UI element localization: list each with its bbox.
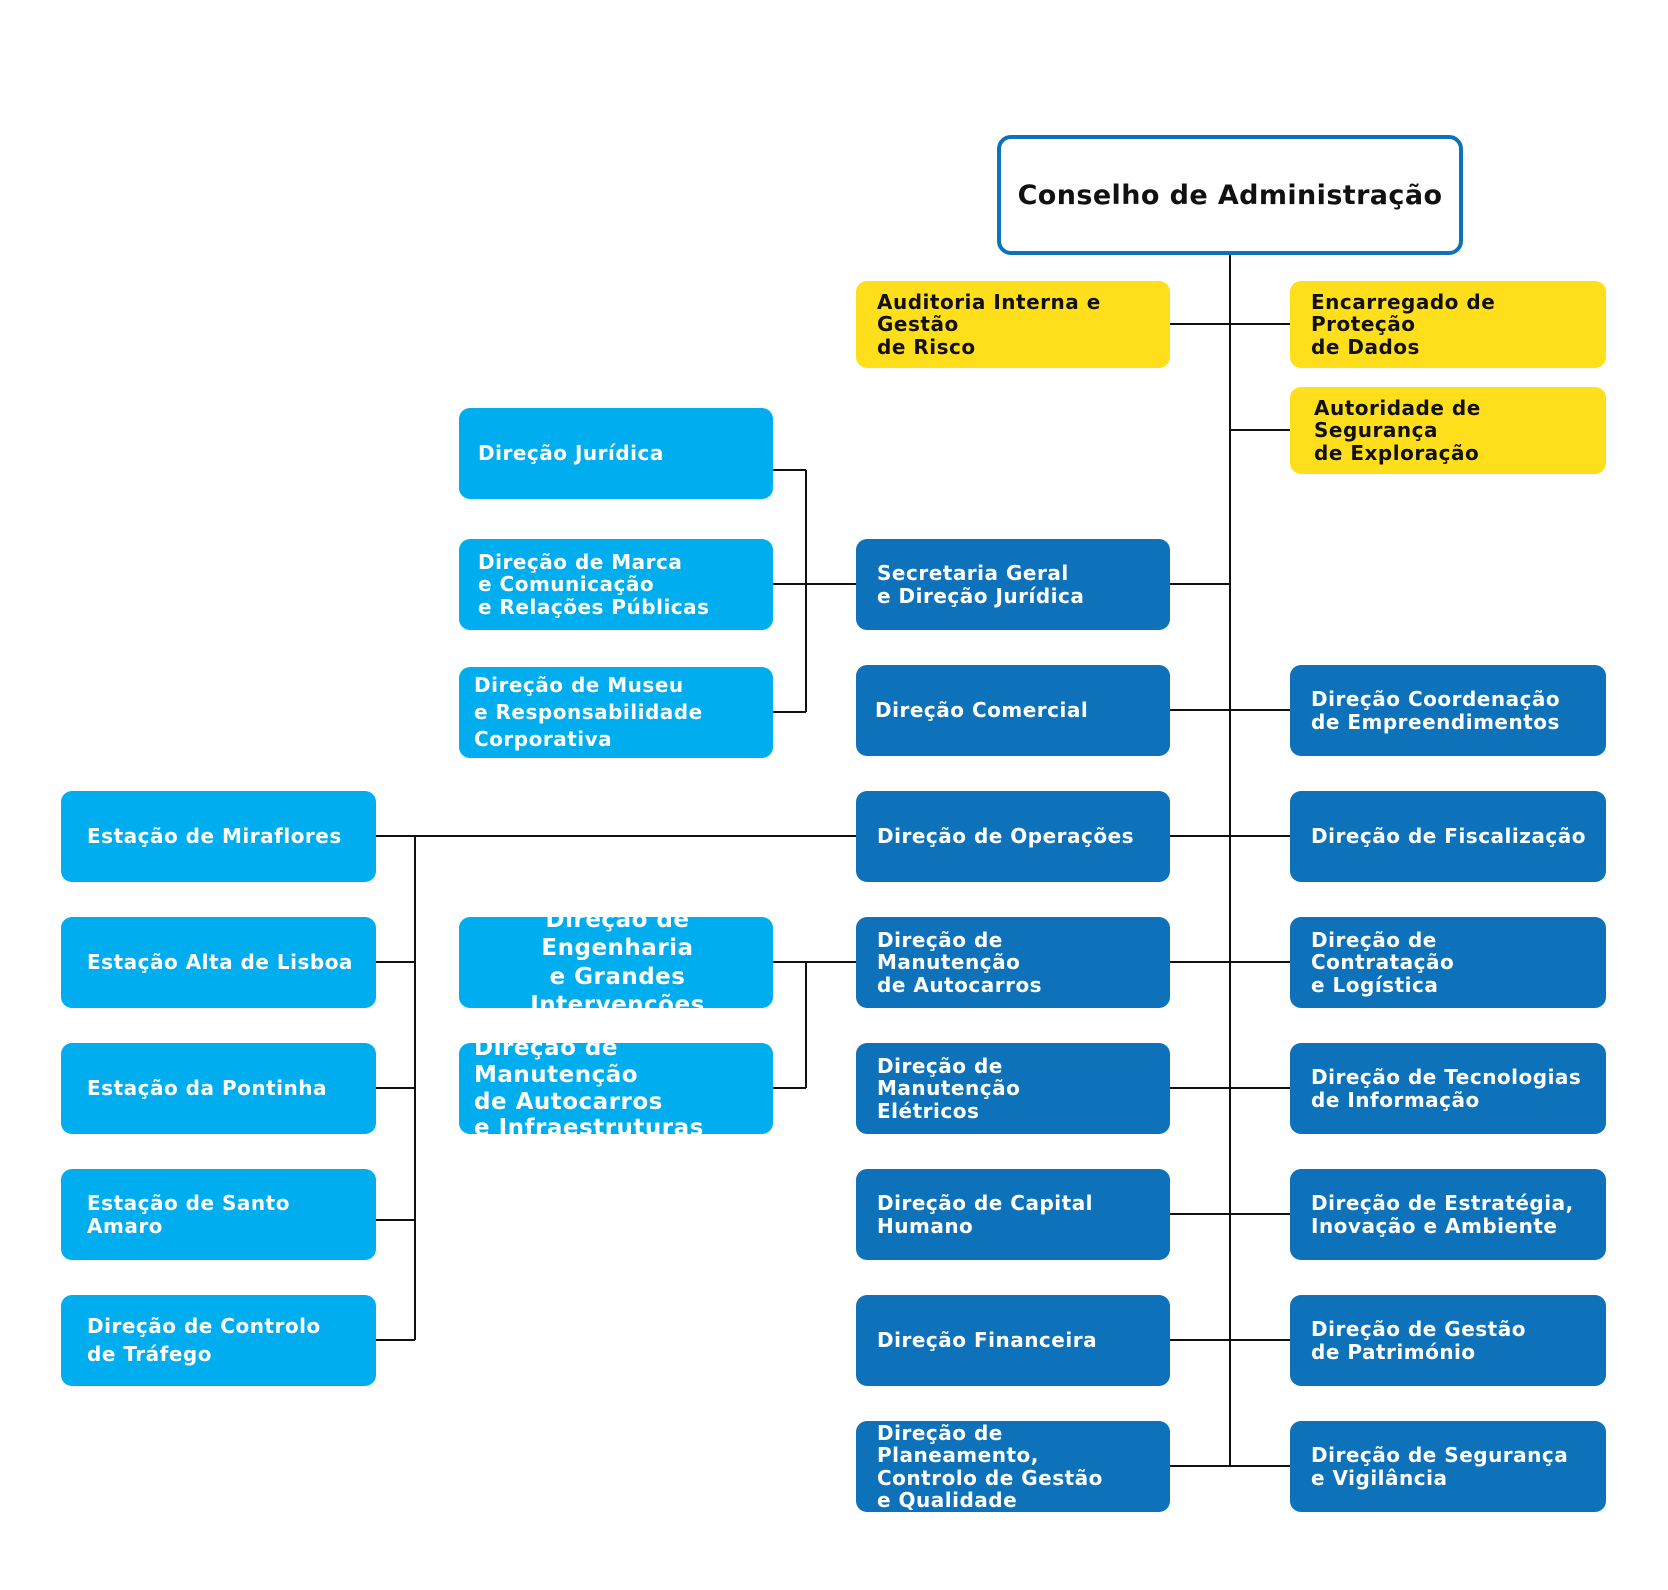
station-santo-amaro-box: Estação de Santo Amaro <box>61 1169 376 1260</box>
inspection-directorate-box: Direção de Fiscalização <box>1290 791 1606 882</box>
finance-directorate-box: Direção Financeira <box>856 1295 1170 1386</box>
internal-audit-box: Auditoria Interna e Gestão de Risco <box>856 281 1170 368</box>
projects-coordination-directorate-box: Direção Coordenação de Empreendimentos <box>1290 665 1606 756</box>
legal-directorate-box: Direção Jurídica <box>459 408 773 499</box>
security-directorate-box: Direção de Segurança e Vigilância <box>1290 1421 1606 1512</box>
strategy-directorate-box: Direção de Estratégia, Inovação e Ambien… <box>1290 1169 1606 1260</box>
it-directorate-box: Direção de Tecnologias de Informação <box>1290 1043 1606 1134</box>
bus-maintenance-directorate-box: Direção de Manutenção de Autocarros <box>856 917 1170 1008</box>
infrastructure-maintenance-directorate-box: Direção de Manutenção de Autocarros e In… <box>459 1035 773 1141</box>
property-directorate-box: Direção de Gestão de Património <box>1290 1295 1606 1386</box>
station-miraflores-box: Estação de Miraflores <box>61 791 376 882</box>
operations-directorate-box: Direção de Operações <box>856 791 1170 882</box>
operations-safety-authority-box: Autoridade de Segurança de Exploração <box>1290 387 1606 474</box>
tram-maintenance-directorate-box: Direção de Manutenção Elétricos <box>856 1043 1170 1134</box>
station-alta-lisboa-box: Estação Alta de Lisboa <box>61 917 376 1008</box>
secretaria-geral-box: Secretaria Geral e Direção Jurídica <box>856 539 1170 630</box>
data-protection-box: Encarregado de Proteção de Dados <box>1290 281 1606 368</box>
commercial-directorate-box: Direção Comercial <box>856 665 1170 756</box>
human-capital-directorate-box: Direção de Capital Humano <box>856 1169 1170 1260</box>
procurement-directorate-box: Direção de Contratação e Logística <box>1290 917 1606 1008</box>
planning-directorate-box: Direção de Planeamento, Controlo de Gest… <box>856 1421 1170 1512</box>
museum-directorate-box: Direção de Museu e Responsabilidade Corp… <box>459 667 773 758</box>
traffic-control-directorate-box: Direção de Controlo de Tráfego <box>61 1295 376 1386</box>
root-board-box: Conselho de Administração <box>997 135 1463 255</box>
brand-communication-directorate-box: Direção de Marca e Comunicação e Relaçõe… <box>459 539 773 630</box>
engineering-directorate-box: Direção de Engenharia e Grandes Interven… <box>459 907 773 1018</box>
station-pontinha-box: Estação da Pontinha <box>61 1043 376 1134</box>
